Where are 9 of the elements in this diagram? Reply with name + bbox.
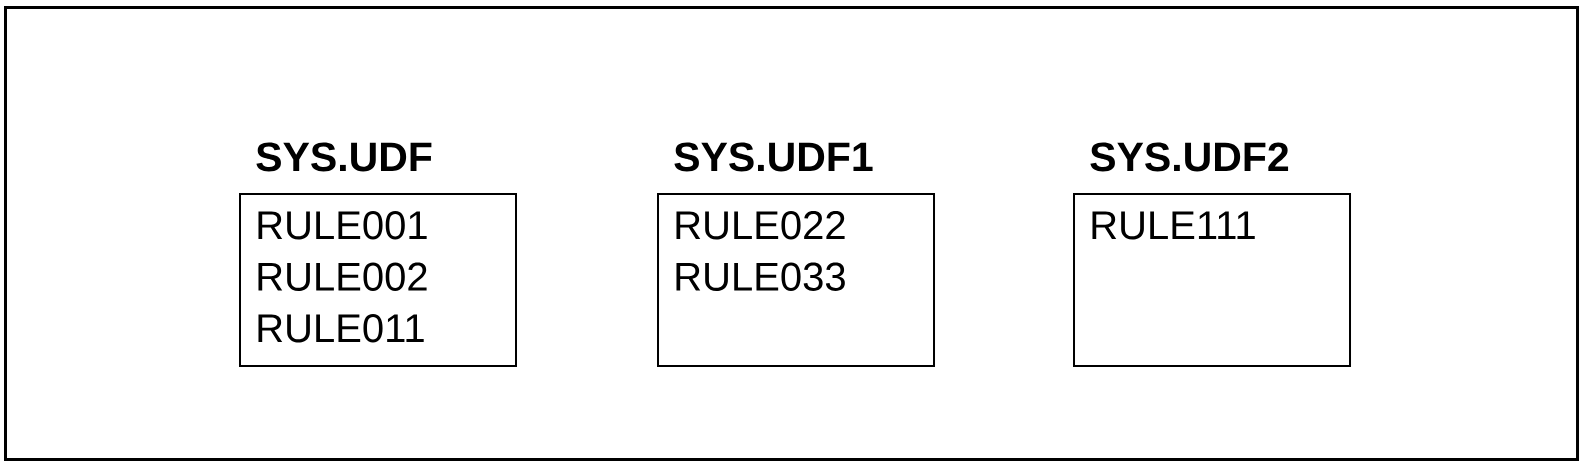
list-item: RULE011 [258, 314, 424, 343]
heading: SYS.UDF2 [1090, 142, 1289, 172]
list-item: RULE111 [1092, 211, 1255, 240]
list-item: RULE022 [676, 211, 845, 240]
list-item: RULE033 [676, 262, 845, 291]
heading: SYS.UDF [256, 142, 432, 172]
list-item: RULE002 [258, 262, 427, 291]
list-item: RULE001 [258, 211, 427, 240]
heading: SYS.UDF1 [674, 142, 873, 172]
